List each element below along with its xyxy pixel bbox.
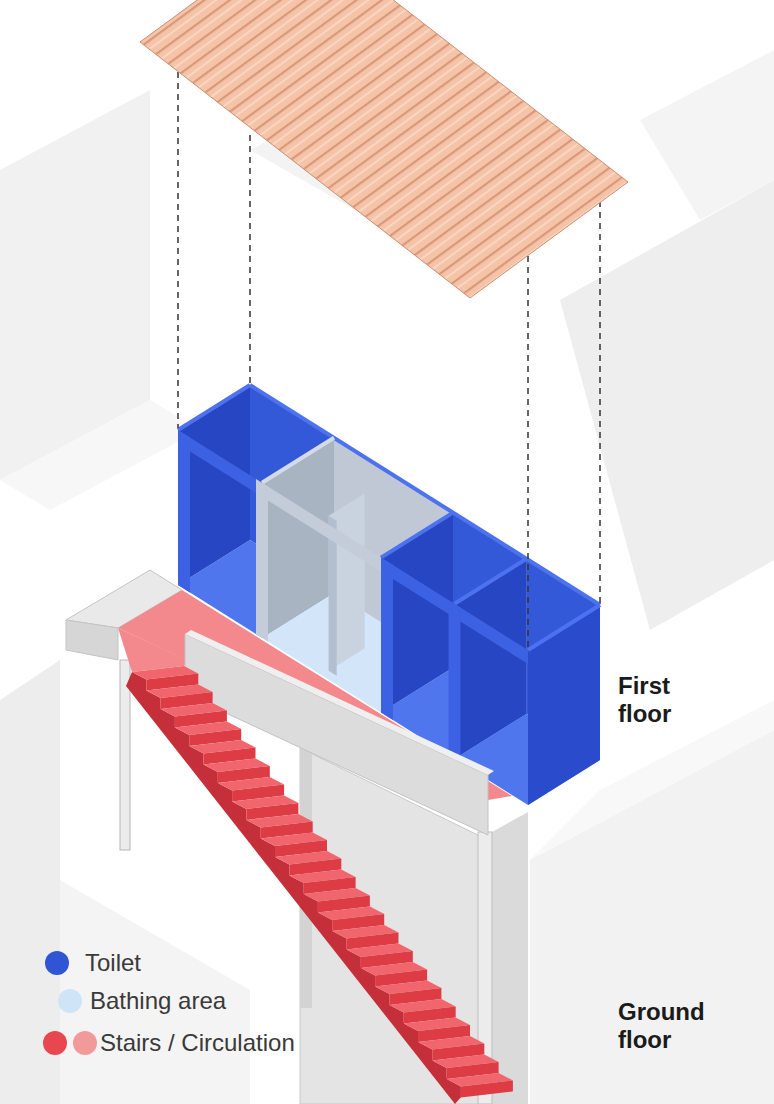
projection-line: [527, 256, 529, 648]
projection-line: [249, 135, 251, 383]
wall-rim: [528, 605, 600, 650]
deck-edge: [66, 620, 118, 660]
wall-rim: [381, 513, 453, 558]
stair-step: [447, 1073, 513, 1098]
legend-label: Stairs / Circulation: [100, 1029, 295, 1057]
legend-swatch: [43, 1031, 67, 1055]
legend-swatch: [45, 951, 69, 975]
background-block: [60, 880, 250, 1104]
projection-line: [177, 72, 179, 428]
floor-label: First floor: [618, 672, 671, 728]
wall-rim: [455, 559, 527, 604]
wall-rim: [250, 385, 600, 605]
floor-label: Ground floor: [618, 998, 705, 1054]
toilet-beam: [178, 430, 262, 497]
toilet-wall: [455, 559, 527, 759]
bathing-beam: [262, 483, 381, 572]
legend-swatch: [58, 989, 82, 1013]
side-wall: [492, 812, 528, 1104]
toilet-pillar: [381, 558, 393, 721]
legend-label: Toilet: [85, 949, 141, 977]
toilet-pillar: [178, 430, 190, 593]
toilet-exterior: [528, 605, 600, 805]
background-block: [0, 400, 200, 510]
bathing-pillar: [256, 479, 268, 642]
parapet-top: [185, 630, 494, 775]
bathing-wall: [262, 438, 334, 638]
projection-line: [599, 201, 601, 603]
wall-rim: [178, 385, 250, 430]
toilet-pillar: [449, 600, 461, 763]
corrugated-roof: [140, 0, 628, 298]
legend-dot: [73, 1031, 97, 1055]
legend-label: Bathing area: [90, 987, 226, 1015]
wall-rim: [262, 438, 334, 483]
stair-landing: [118, 628, 190, 672]
background-block: [560, 180, 774, 630]
background-block: [640, 50, 774, 220]
